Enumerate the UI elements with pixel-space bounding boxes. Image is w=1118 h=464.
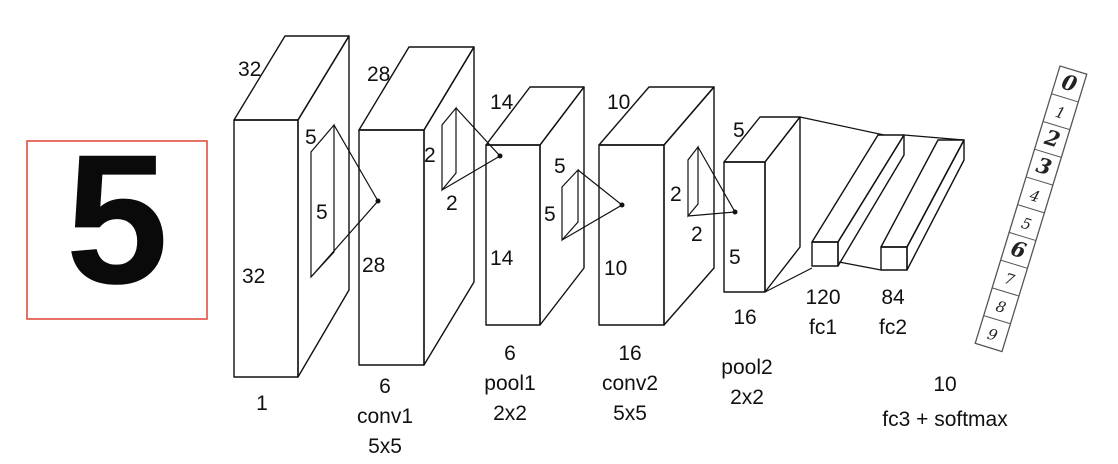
pool2-volume-front [723,161,766,293]
fc-connector-top-1 [799,116,885,136]
kernel-label-4b: 2 [691,223,703,246]
conv2-top-dim: 10 [607,91,630,114]
pool2-name: pool2 [721,356,772,379]
output-digit: 4 [1027,186,1042,206]
conv2-side-dim: 10 [604,257,627,280]
fc1-bar-front [811,241,839,267]
kernel-label-1a: 5 [305,126,317,149]
fc-connector-bottom-1 [764,267,813,293]
conv1-depth: 6 [379,375,391,398]
kernel-label-1b: 5 [316,201,328,224]
input-image-frame [26,140,208,320]
pool2-top-dim: 5 [733,119,745,142]
output-cell-4: 4 [1025,176,1054,206]
input-depth: 1 [256,392,268,415]
fc2-name: fc2 [879,316,907,339]
conv2-depth: 16 [618,342,641,365]
fc2-size: 84 [881,286,905,309]
pool1-top-dim: 14 [490,91,514,114]
fc-connectors [764,116,965,293]
fc-connector-bottom-2 [838,261,882,271]
pool2-depth: 16 [733,306,756,329]
conv1-name: conv1 [357,405,413,428]
pool1-volume [485,86,585,326]
kernel-point-1 [375,198,381,204]
conv1-kernel: 5x5 [368,435,402,458]
output-cell-divider [1051,93,1079,103]
fc-connector-top-2 [903,134,965,141]
pool1-side-dim: 14 [490,247,514,270]
output-cell-divider [1042,120,1070,131]
conv2-volume [598,86,715,326]
conv2-name: conv2 [602,372,658,395]
fc2-bar-side [906,139,965,271]
output-cell-divider [992,287,1020,297]
pool2-volume-side [764,116,801,293]
kernel-window-2 [441,106,457,192]
output-size: 10 [933,373,956,396]
conv2-volume-side [663,86,715,326]
pool2-kernel: 2x2 [730,386,764,409]
output-digit: 2 [1041,124,1063,152]
kernel-point-2 [497,153,503,159]
fc1-bar-top [811,134,905,243]
input-side-dim: 32 [242,265,265,288]
fc1-name: fc1 [809,316,837,339]
pool2-side-dim: 5 [729,246,741,269]
output-cell-divider [1008,231,1037,242]
input-digit: 5 [66,117,169,323]
kernel-point-4 [732,209,738,215]
kernel-label-3b: 5 [544,203,556,226]
fc2-bar [880,139,965,271]
fc1-bar [811,134,905,267]
pool1-kernel: 2x2 [493,402,527,425]
kernel-projection-2 [441,107,501,191]
pool1-name: pool1 [484,372,535,395]
input-volume [233,35,350,378]
output-name: fc3 + softmax [882,408,1008,431]
output-cell-divider [983,315,1011,325]
output-cell-divider [1025,176,1054,186]
kernel-label-2a: 2 [424,144,436,167]
kernel-point-3 [619,202,625,208]
conv1-side-dim: 28 [362,254,385,277]
conv1-volume-top [358,46,475,131]
fc2-bar-front [880,246,908,271]
output-cell-divider [1000,259,1028,269]
fc2-bar-top [880,139,965,248]
conv1-volume-front [358,129,425,366]
input-volume-front [233,119,299,378]
kernel-connectors [310,106,738,279]
input-image: 5 [26,117,208,323]
conv1-top-dim: 28 [367,63,390,86]
output-cell-divider [1017,204,1045,214]
pool1-volume-front [485,144,541,326]
fc1-size: 120 [805,286,840,309]
input-top-dim: 32 [238,58,261,81]
kernel-label-3a: 5 [554,155,566,178]
output-cell-3: 3 [1033,148,1062,180]
kernel-label-4a: 2 [670,183,682,206]
kernel-window-4 [687,145,699,218]
kernel-window-3 [561,168,579,242]
output-digit: 3 [1033,152,1054,180]
conv2-kernel: 5x5 [613,402,647,425]
output-cell-2: 2 [1041,120,1070,152]
pool1-depth: 6 [504,342,516,365]
conv1-volume [358,46,475,366]
output-cell-divider [1034,148,1062,158]
conv2-volume-front [598,144,665,326]
kernel-label-2b: 2 [446,192,458,215]
